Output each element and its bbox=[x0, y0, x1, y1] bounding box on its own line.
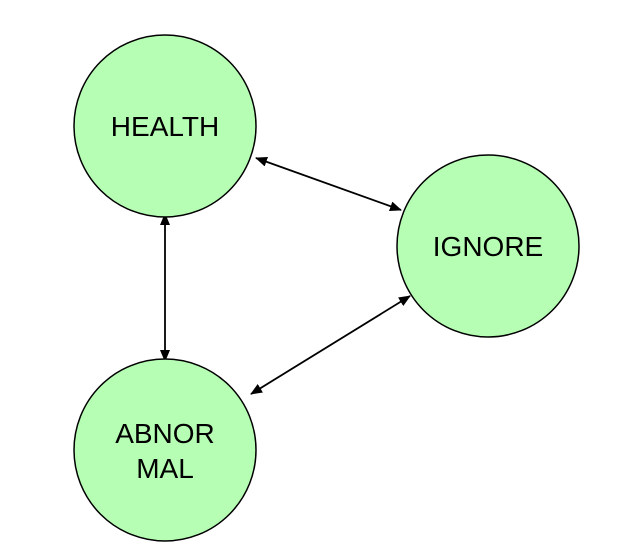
node-abnormal-circle bbox=[73, 358, 257, 542]
node-ignore: IGNORE bbox=[396, 154, 580, 338]
node-abnormal-label-line2: MAL bbox=[136, 453, 194, 484]
node-abnormal: ABNOR MAL bbox=[73, 358, 257, 542]
node-abnormal-label-line1: ABNOR bbox=[115, 418, 215, 449]
edge-health-ignore bbox=[255, 157, 402, 211]
node-ignore-label: IGNORE bbox=[433, 231, 543, 262]
node-health-circle bbox=[73, 34, 257, 218]
edge-ignore-abnormal bbox=[250, 295, 411, 395]
node-health-label: HEALTH bbox=[111, 111, 219, 142]
node-health: HEALTH bbox=[73, 34, 257, 218]
node-ignore-circle bbox=[396, 154, 580, 338]
